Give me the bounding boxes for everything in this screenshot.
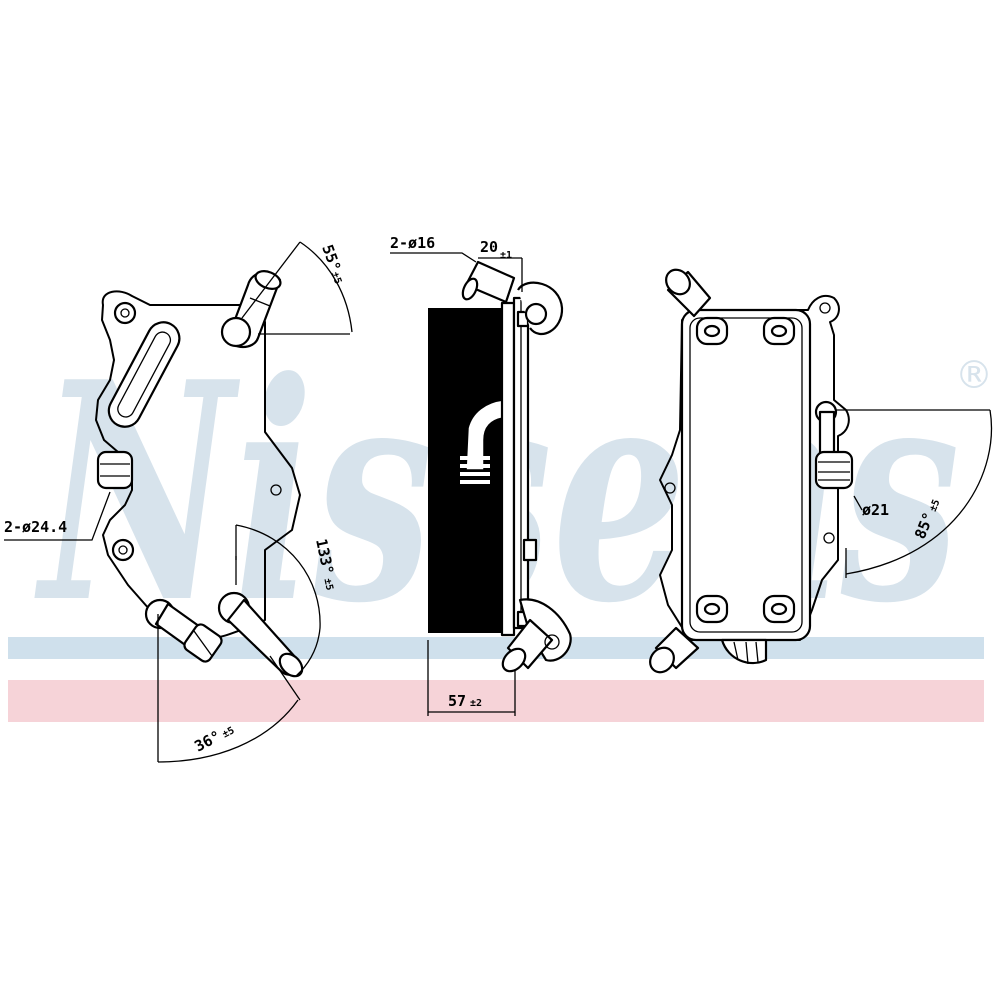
left-view-angle-top-tol: ±5 <box>329 271 343 286</box>
left-view-port-bottom-right <box>217 591 304 678</box>
right-view-angle-tol: ±5 <box>928 498 943 513</box>
side-view-port-top <box>461 260 564 336</box>
left-view-angle-mid-tol: ±5 <box>321 577 334 591</box>
right-view-body <box>680 308 812 642</box>
right-view-port-bottom <box>649 626 700 674</box>
right-view-hose-bottom <box>720 638 768 665</box>
right-view: ø21 85° ±5 <box>649 268 993 674</box>
side-view: 2-ø16 20 ±1 57 ±2 <box>390 234 572 716</box>
left-view-angle-top: 55° <box>318 242 344 274</box>
right-view-dimensions <box>836 409 993 578</box>
side-view-port-length-tol: ±1 <box>500 250 512 261</box>
left-view-angle-bottom-tol: ±5 <box>221 725 237 740</box>
side-view-depth-tol: ±2 <box>470 698 482 709</box>
side-view-port-length: 20 <box>480 238 498 256</box>
watermark-band-pink <box>8 680 984 722</box>
side-view-port-diameter: 2-ø16 <box>390 234 435 252</box>
right-view-port-side <box>814 400 854 490</box>
side-view-port-bottom <box>501 598 572 673</box>
left-view-dimensions <box>4 241 353 763</box>
left-view-port-top <box>220 270 282 349</box>
watermark-registered-mark: ® <box>955 353 993 397</box>
side-view-hose-ribs <box>460 456 490 484</box>
right-view-body-inner <box>689 317 803 633</box>
side-view-dimensions <box>390 252 523 716</box>
left-view-port-bottom-left <box>144 598 223 663</box>
side-view-core <box>428 308 502 633</box>
left-view-hole-bottom <box>111 538 135 562</box>
left-view-hole-right <box>270 484 282 496</box>
side-view-depth: 57 <box>448 692 466 710</box>
left-view-port-diameter: 2-ø24.4 <box>4 518 67 536</box>
side-view-plate-front <box>500 301 516 637</box>
left-view-slot <box>107 321 181 428</box>
right-view-port-top <box>665 268 712 318</box>
left-view-angle-bottom: 36° <box>191 727 223 756</box>
left-view-hole-top <box>113 301 137 325</box>
left-view: 2-ø24.4 55° ±5 133° ±5 36° ±5 <box>4 241 353 763</box>
left-view-hose-clip <box>96 450 134 490</box>
right-view-bosses <box>695 316 796 624</box>
right-view-port-diameter: ø21 <box>862 501 889 519</box>
